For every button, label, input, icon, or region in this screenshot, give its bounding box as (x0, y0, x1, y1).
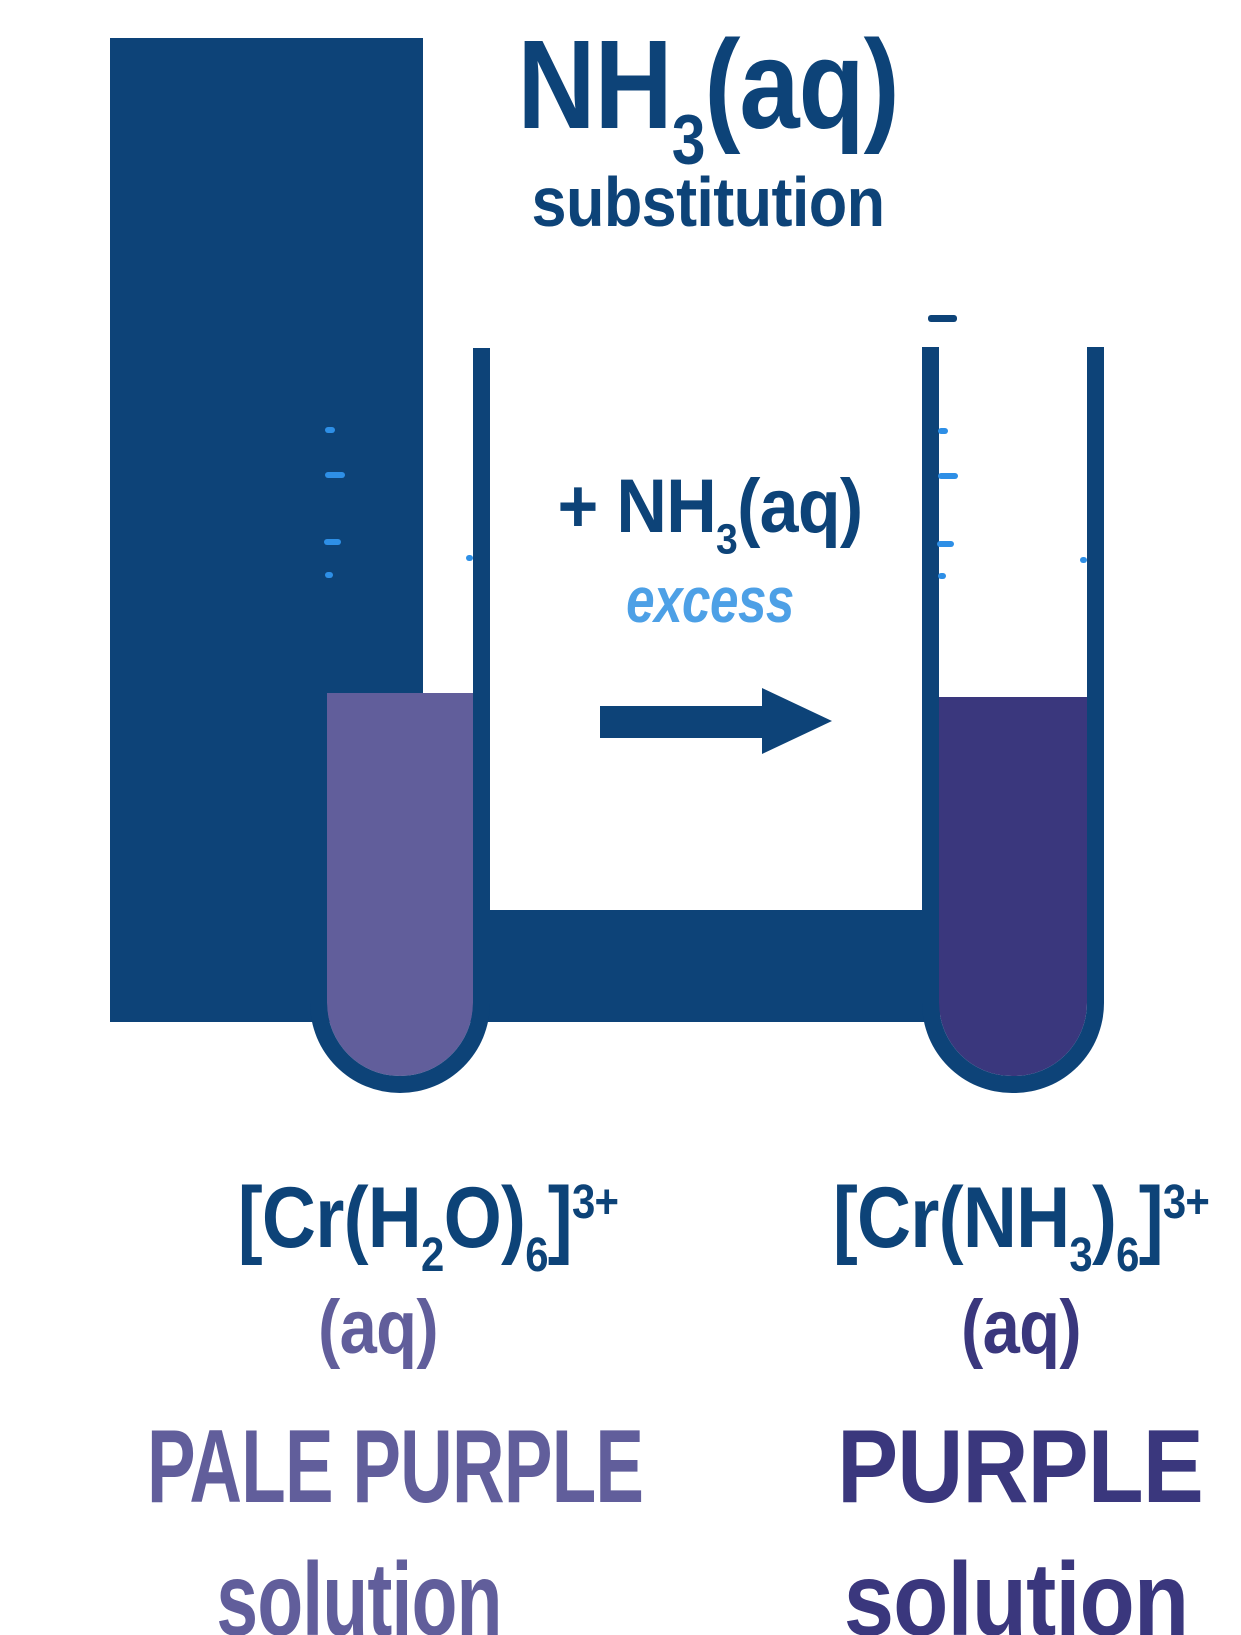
graduation-mark (1080, 557, 1087, 563)
state-label-right: (aq) (961, 1285, 1082, 1370)
graduation-mark (325, 472, 345, 478)
graduation-mark (938, 428, 948, 434)
diagram-subtitle: substitution (531, 163, 886, 241)
meniscus-dash (928, 315, 957, 322)
state-label-left: (aq) (318, 1285, 439, 1370)
test-tube-left (310, 348, 490, 1093)
formula-hexaammine-chromium: [Cr(NH3)6]3+ (832, 1170, 1210, 1283)
graduation-mark (938, 573, 946, 579)
test-tube-right (922, 347, 1104, 1093)
excess-label: excess (626, 564, 794, 636)
graduation-mark (325, 572, 333, 578)
appearance-label-right-line2: solution (843, 1542, 1189, 1635)
reaction-arrow-shaft (600, 706, 762, 738)
added-reagent-label: + NH3(aq) (557, 464, 864, 564)
appearance-label-left: PALE PURPLE (147, 1409, 644, 1525)
formula-hexaaqua-chromium: [Cr(H2O)6]3+ (237, 1170, 619, 1283)
graduation-mark (325, 427, 335, 433)
appearance-label-left-line2: solution (216, 1542, 502, 1635)
tube-rack-bar (467, 910, 940, 1022)
graduation-mark (324, 539, 341, 545)
graduation-mark (937, 541, 954, 547)
diagram-title: NH3(aq) (517, 14, 899, 179)
appearance-label-right: PURPLE (837, 1409, 1204, 1525)
reaction-arrow-head-icon (762, 688, 832, 754)
graduation-mark (466, 555, 473, 561)
graduation-mark (938, 473, 958, 479)
